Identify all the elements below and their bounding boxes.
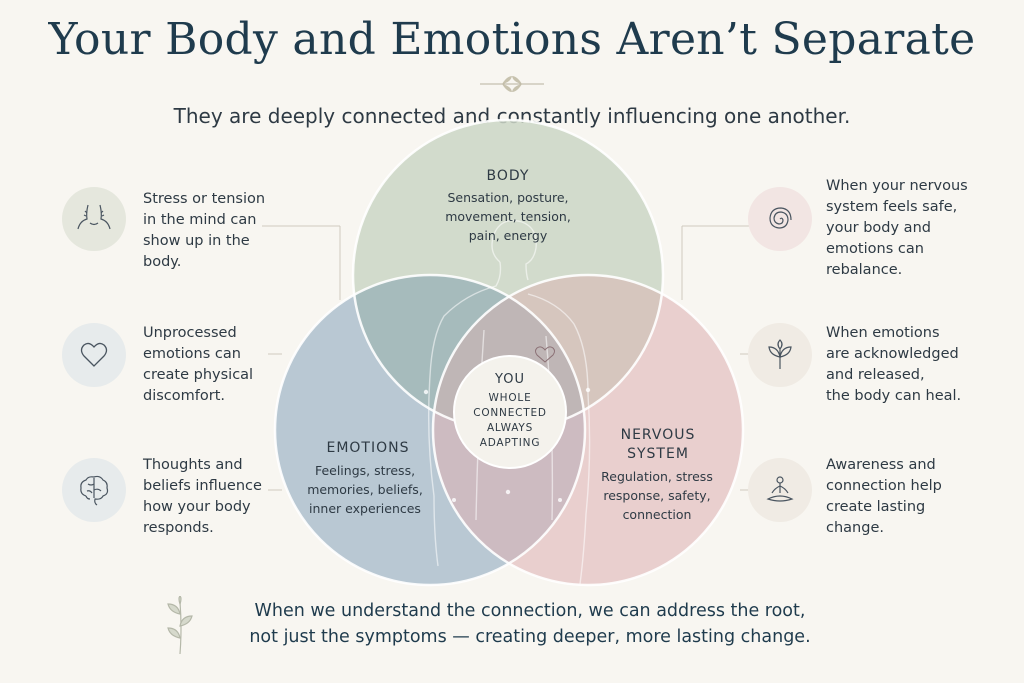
right-item-text-1: When your nervous system feels safe, you… bbox=[826, 178, 968, 278]
body-description: Sensation, posture, movement, tension, p… bbox=[445, 190, 571, 243]
leaf-branch-icon bbox=[167, 596, 193, 655]
body-label: BODY bbox=[486, 168, 530, 184]
left-item-text-1: Stress or tension in the mind can show u… bbox=[143, 191, 266, 270]
heart-icon bbox=[80, 342, 108, 367]
center-title: YOU bbox=[495, 372, 525, 387]
nervous-system-label: NERVOUS SYSTEM bbox=[620, 427, 696, 462]
right-item-icon-3 bbox=[748, 458, 812, 522]
brain-icon bbox=[80, 475, 109, 506]
center-words: WHOLE CONNECTED ALWAYS ADAPTING bbox=[473, 392, 547, 449]
page-title: Your Body and Emotions Aren’t Separate bbox=[48, 14, 976, 65]
nervous-system-description: Regulation, stress response, safety, con… bbox=[601, 469, 713, 522]
right-item-text-3: Awareness and connection help create las… bbox=[826, 457, 942, 536]
left-item-icon-1 bbox=[62, 187, 126, 251]
left-item-text-2: Unprocessed emotions can create physical… bbox=[143, 325, 254, 404]
footer-text: When we understand the connection, we ca… bbox=[249, 601, 811, 647]
left-item-icon-2 bbox=[62, 323, 126, 387]
left-item-icon-3 bbox=[62, 458, 126, 522]
spiral-icon bbox=[769, 207, 792, 229]
shoulders-tension-icon bbox=[77, 204, 111, 230]
leaf-divider-icon bbox=[480, 76, 544, 92]
meditation-icon bbox=[766, 476, 794, 502]
left-item-text-3: Thoughts and beliefs influence how your … bbox=[143, 457, 262, 536]
right-item-icon-1 bbox=[748, 187, 812, 251]
sprout-icon bbox=[768, 339, 792, 369]
page-subtitle: They are deeply connected and constantly… bbox=[173, 104, 851, 128]
right-item-text-2: When emotions are acknowledged and relea… bbox=[826, 325, 962, 404]
emotions-label: EMOTIONS bbox=[326, 440, 410, 456]
right-item-icon-2 bbox=[748, 323, 812, 387]
emotions-description: Feelings, stress, memories, beliefs, inn… bbox=[307, 463, 423, 516]
